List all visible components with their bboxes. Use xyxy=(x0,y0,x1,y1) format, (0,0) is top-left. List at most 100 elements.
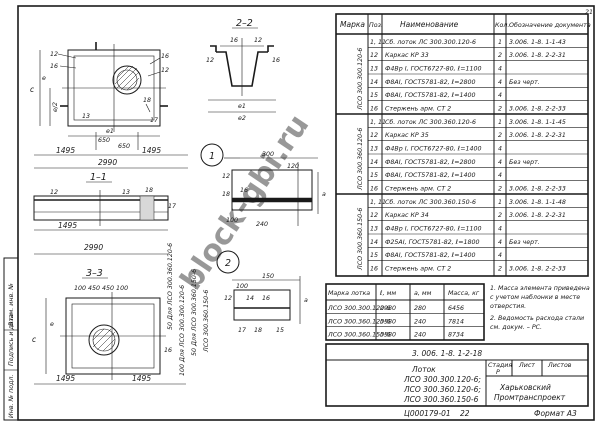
s22-dim-e1: e1 xyxy=(238,103,246,110)
plan-pos-18: 18 xyxy=(143,97,151,104)
spec-cell-pos: 14 xyxy=(370,239,378,246)
node-1-detail: 1 300 120 12 18 16 100 240 a xyxy=(200,143,326,228)
s22-pos-16: 16 xyxy=(230,37,238,44)
dims-cell: 3580 xyxy=(380,318,396,325)
vertical-notes: 50 Для ЛСО 300.360.120-6 100 Для ЛСО 300… xyxy=(167,243,210,376)
spec-cell-qty: 2 xyxy=(498,132,502,139)
spec-cell-name: Сб. лоток ЛС 300.360.120-6 xyxy=(385,118,476,126)
title-stage: Р xyxy=(496,369,500,376)
plan-dim-650a: 650 xyxy=(98,137,110,144)
side-stamp: Инв. № подл. Подпись и дата Взам. инв. № xyxy=(3,257,19,421)
title-item-title: Лоток xyxy=(411,365,436,374)
spec-cell-name: Сб. лоток ЛС 300.360.150-6 xyxy=(385,198,476,206)
n1-dim-a: a xyxy=(322,191,326,198)
side-stamp-2: Подпись и дата xyxy=(8,314,15,366)
s11-pos-13: 13 xyxy=(122,189,130,196)
title-item-3: ЛСО 300.360.150-6 xyxy=(403,395,479,404)
vnote-3: 50 Для ЛСО 300.360.150-6 xyxy=(191,269,198,356)
n1-dim-100: 100 xyxy=(226,217,238,224)
spec-cell-pos: 15 xyxy=(370,92,378,99)
s22-dim-e2: e2 xyxy=(238,115,246,122)
spec-cell-name: Стержень арм. СТ 2 xyxy=(385,186,451,193)
spec-cell-qty: 4 xyxy=(498,159,502,166)
plan-dim-e1: e1 xyxy=(106,128,114,135)
n1-pos-18: 18 xyxy=(222,191,230,198)
spec-cell-qty: 4 xyxy=(498,172,502,179)
spec-header-doc: Обозначение документа xyxy=(509,21,591,29)
dims-header: ℓ, мм xyxy=(380,290,396,297)
archive-number: Ц000179-01 xyxy=(404,409,451,418)
title-stage-label: Стадия xyxy=(488,362,512,369)
spec-cell-qty: 1 xyxy=(498,119,502,126)
spec-header-name: Наименование xyxy=(400,20,459,29)
spec-cell-pos: 1, 11 xyxy=(370,199,386,206)
s33-dim-1495b: 1495 xyxy=(132,374,151,383)
spec-cell-qty: 2 xyxy=(498,266,502,273)
spec-header-qty: Кол. xyxy=(495,22,509,29)
title-doc-code: 3. 006. 1-8. 1-2-18 xyxy=(412,349,482,358)
spec-table: Марка Поз. Наименование Кол. Обозначение… xyxy=(335,13,591,277)
note-line-1: 1. Масса элемента приведена xyxy=(490,285,590,292)
n2-pos-15: 15 xyxy=(276,327,284,334)
spec-cell-pos: 1, 11 xyxy=(370,119,386,126)
spec-cell-pos: 16 xyxy=(370,106,378,113)
spec-cell-name: Ф8АI, ГОСТ5781-82, ℓ=2800 xyxy=(385,159,476,166)
plan-dim-c: c xyxy=(30,85,35,94)
spec-cell-pos: 12 xyxy=(370,212,378,219)
spec-cell-name: Ф4Вр I, ГОСТ6727-80, ℓ=1100 xyxy=(385,66,482,73)
spec-header-mark: Марка xyxy=(340,20,365,29)
spec-cell-name: Ф8АI, ГОСТ5781-82, ℓ=1400 xyxy=(385,172,476,179)
n2-pos-14: 14 xyxy=(246,295,254,302)
spec-cell-name: Сб. лоток ЛС 300.300.120-6 xyxy=(385,38,476,46)
spec-cell-name: Стержень арм. СТ 2 xyxy=(385,266,451,273)
spec-cell-pos: 1, 11 xyxy=(370,39,386,46)
spec-cell-doc: Без черт. xyxy=(509,239,540,246)
spec-cell-doc: 3.006. 1-8. 2-2-33 xyxy=(509,266,566,273)
dims-cell: 240 xyxy=(414,332,426,339)
page-number: 21 xyxy=(585,9,593,16)
spec-cell-doc: 3.006. 1-8. 1-1-48 xyxy=(509,199,566,206)
spec-cell-name: Ф4Вр I, ГОСТ6727-80, ℓ=1100 xyxy=(385,226,482,233)
spec-cell-pos: 12 xyxy=(370,52,378,59)
s11-dim-1495: 1495 xyxy=(58,221,77,230)
spec-cell-pos: 16 xyxy=(370,266,378,273)
spec-cell-pos: 13 xyxy=(370,226,378,233)
spec-cell-name: Каркас КР 35 xyxy=(385,132,429,139)
spec-header-pos: Поз. xyxy=(369,22,383,29)
section-1-1-title: 1–1 xyxy=(90,172,107,183)
plan-pos-16b: 16 xyxy=(161,53,169,60)
spec-cell-qty: 2 xyxy=(498,52,502,59)
spec-cell-doc: Без черт. xyxy=(509,79,540,86)
spec-cell-doc: 3.006. 1-8. 2-2-31 xyxy=(509,132,566,139)
watermark: block-gbi.ru xyxy=(174,108,317,296)
spec-cell-qty: 2 xyxy=(498,106,502,113)
spec-group-mark: ЛСО 300.360.150-6 xyxy=(357,208,364,271)
spec-cell-qty: 4 xyxy=(498,146,502,153)
notes: 1. Масса элемента приведена с учетом наб… xyxy=(490,285,590,331)
spec-cell-name: Каркас КР 34 xyxy=(385,212,429,219)
dims-cell: 240 xyxy=(414,318,426,325)
dims-cell: 2980 xyxy=(380,305,396,312)
s11-dim-2990: 2990 xyxy=(84,243,103,252)
spec-cell-doc: 3.006. 1-8. 2-2-33 xyxy=(509,186,566,193)
s33-dim-1495a: 1495 xyxy=(56,374,75,383)
s33-pos-16: 16 xyxy=(164,347,172,354)
spec-cell-qty: 4 xyxy=(498,79,502,86)
spec-cell-name: Каркас КР 33 xyxy=(385,52,429,59)
side-stamp-1: Инв. № подл. xyxy=(8,375,15,418)
spec-cell-doc: Без черт. xyxy=(509,159,540,166)
dims-cell: ЛСО 300.360.120-6 xyxy=(327,318,390,325)
spec-cell-doc: 3.006. 1-8. 2-2-31 xyxy=(509,52,566,59)
spec-cell-pos: 15 xyxy=(370,172,378,179)
plan-dim-e: e xyxy=(42,75,46,82)
plan-pos-12a: 12 xyxy=(50,51,58,58)
spec-cell-doc: 3.006. 1-8. 2-2-33 xyxy=(509,106,566,113)
section-3-3-title: 3–3 xyxy=(86,268,103,279)
section-2-2: 2–2 16 12 12 16 e1 e2 xyxy=(206,18,280,122)
spec-cell-qty: 4 xyxy=(498,92,502,99)
dims-cell: ЛСО 300.300.120-6 xyxy=(327,305,390,312)
spec-cell-name: Ф8АI, ГОСТ5781-82, ℓ=1400 xyxy=(385,92,476,99)
s33-top-dims: 100 450 450 100 xyxy=(74,285,128,292)
